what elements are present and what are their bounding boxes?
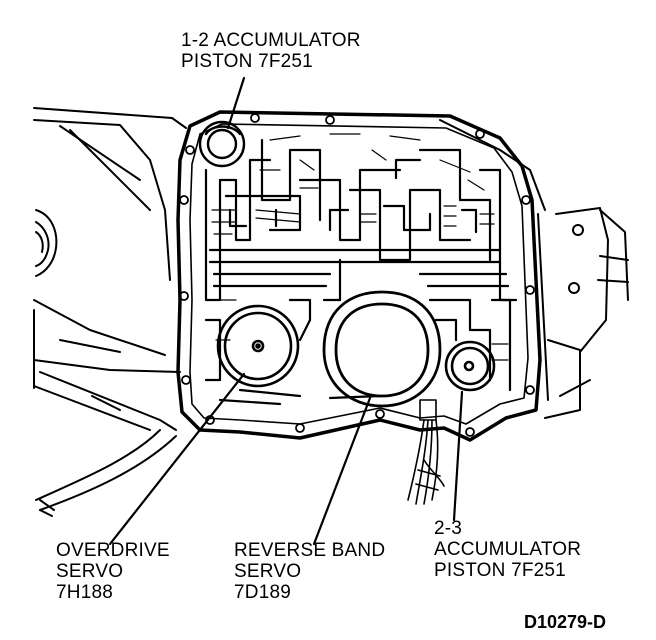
leader-lines [108,76,464,546]
transmission-case [33,107,187,517]
extension-housing [439,119,629,419]
figure-code: D10279-D [524,612,607,632]
label-accumulator-23: 2-3 ACCUMULATOR PISTON 7F251 [434,518,582,581]
overdrive-servo [216,304,300,388]
label-accumulator-12: 1-2 ACCUMULATOR PISTON 7F251 [181,30,361,72]
label-reverse-band-servo: REVERSE BAND SERVO 7D189 [234,540,386,603]
valve-body-fine-detail [211,133,509,361]
accumulator-23-piston [444,340,496,392]
reverse-band-servo [322,290,442,408]
label-overdrive-servo: OVERDRIVE SERVO 7H188 [56,540,170,603]
bolt-holes [179,113,535,437]
wiring-harness [407,399,445,505]
accumulator-12-piston [198,120,246,168]
valve-body-channels [204,138,518,406]
